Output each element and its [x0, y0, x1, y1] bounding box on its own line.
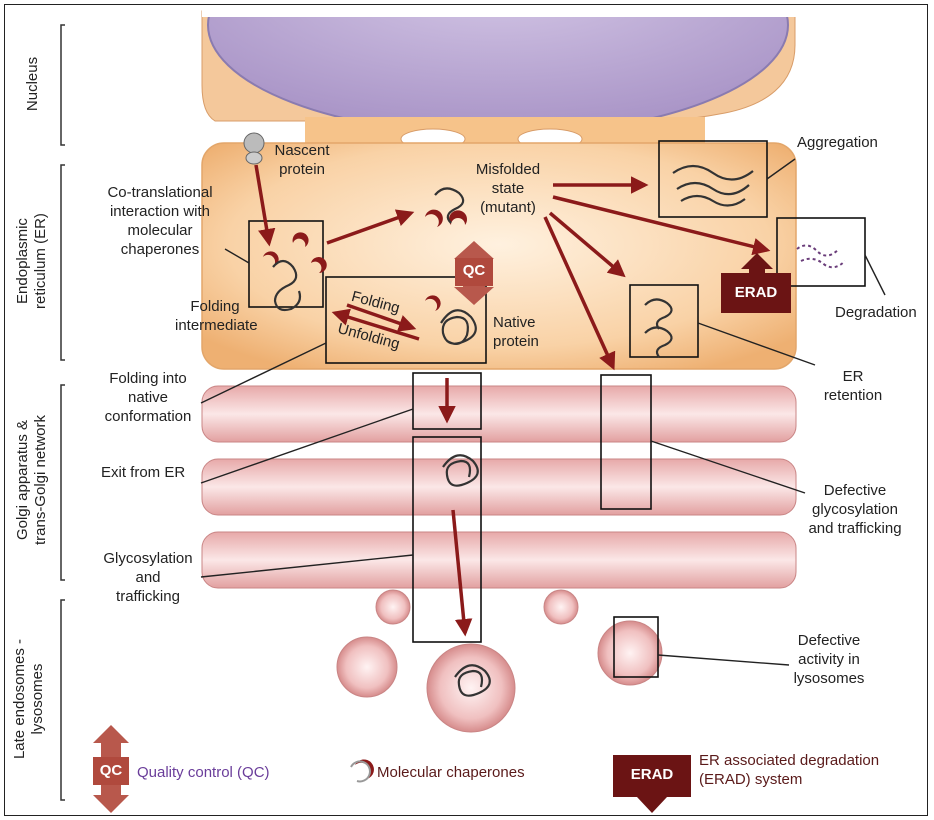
- label-er: Endoplasmic reticulum (ER): [14, 186, 50, 336]
- legend-chaperone-shape: [351, 759, 374, 781]
- label-glycosylation-trafficking: Glycosylation and trafficking: [93, 549, 203, 606]
- label-lysosomes: Late endosomes - lysosomes: [11, 619, 47, 779]
- label-aggregation: Aggregation: [797, 133, 878, 152]
- legend-erad-badge: ERAD: [613, 766, 691, 783]
- label-defective-activity: Defective activity in lysosomes: [779, 631, 879, 688]
- label-defective-glycosylation: Defective glycosylation and trafficking: [795, 481, 915, 538]
- golgi-cisternae: [202, 386, 796, 588]
- label-nascent-protein: Nascent protein: [267, 141, 337, 179]
- label-folding-intermediate: Folding intermediate: [175, 297, 255, 335]
- degraded-fragments: [797, 245, 845, 267]
- label-folding-native-conformation: Folding into native conformation: [93, 369, 203, 426]
- label-golgi: Golgi apparatus & trans-Golgi network: [14, 395, 50, 565]
- legend-erad-shape: [613, 755, 691, 813]
- nucleus-shape: [202, 5, 802, 135]
- label-nucleus: Nucleus: [24, 34, 42, 134]
- legend-chaperones-text: Molecular chaperones: [377, 763, 525, 782]
- legend-erad-text: ER associated degradation (ERAD) system: [699, 751, 879, 789]
- legend-qc-badge: QC: [93, 762, 129, 779]
- label-degradation: Degradation: [835, 303, 917, 322]
- ribosome-icon: [244, 133, 264, 164]
- qc-badge: QC: [455, 262, 493, 279]
- label-exit-from-er: Exit from ER: [101, 463, 185, 482]
- label-misfolded-state: Misfolded state (mutant): [463, 160, 553, 217]
- erad-badge: ERAD: [721, 284, 791, 301]
- legend-qc-text: Quality control (QC): [137, 763, 270, 782]
- compartment-brackets: [61, 25, 65, 800]
- diagram-frame: Nucleus Endoplasmic reticulum (ER) Golgi…: [4, 4, 928, 816]
- label-native-protein: Native protein: [493, 313, 539, 351]
- label-er-retention: ER retention: [813, 367, 893, 405]
- label-co-translational: Co-translational interaction with molecu…: [95, 183, 225, 259]
